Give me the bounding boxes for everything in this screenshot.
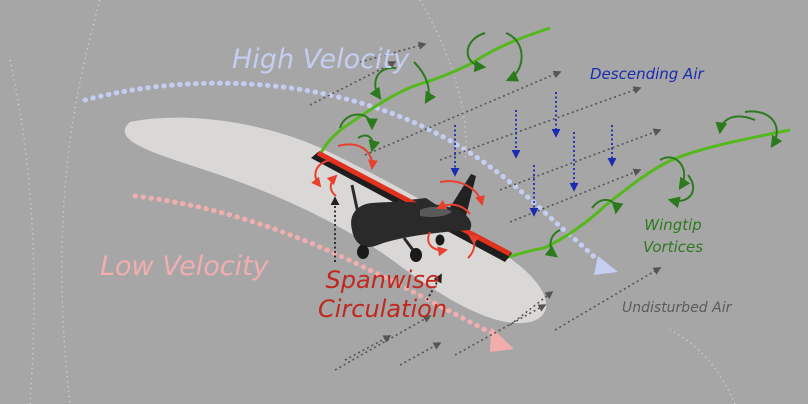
background-streamlines: [9, 0, 736, 404]
spanwise-upwash-arrows: [330, 196, 442, 301]
wheel-front: [435, 234, 445, 246]
spanwise-label-line1: Spanwise: [325, 266, 440, 294]
low-velocity-label: Low Velocity: [100, 251, 269, 282]
wing-strut: [350, 184, 364, 233]
wingtip-label-line1: Wingtip: [644, 216, 702, 234]
vortex-trail-lower: [504, 128, 791, 260]
wing-strut-2: [386, 199, 402, 239]
descending-air-label: Descending Air: [590, 65, 704, 83]
low-velocity-arrowhead: [490, 327, 514, 352]
circulation-arrows: [311, 143, 485, 259]
wingtip-vortices-label: Wingtip Vortices: [643, 215, 703, 259]
undisturbed-air-arrows: [309, 41, 662, 371]
vortex-curls: [339, 32, 783, 258]
wingtip-label-line2: Vortices: [643, 237, 704, 256]
high-velocity-label: High Velocity: [232, 44, 410, 75]
descending-air-arrows: [450, 92, 617, 217]
high-velocity-flow-line: [82, 80, 608, 269]
low-velocity-flow-line: [132, 193, 498, 338]
spanwise-label-line2: Circulation: [318, 295, 448, 324]
cockpit-window: [420, 206, 452, 217]
spanwise-circulation-label: Spanwise Circulation: [318, 266, 447, 325]
gear-leg-right: [402, 237, 415, 251]
undisturbed-air-label: Undisturbed Air: [622, 300, 732, 316]
high-velocity-arrowhead: [594, 256, 618, 275]
wheel-right: [410, 248, 422, 262]
vortex-trail-upper: [316, 26, 551, 161]
wheel-left: [357, 245, 369, 259]
